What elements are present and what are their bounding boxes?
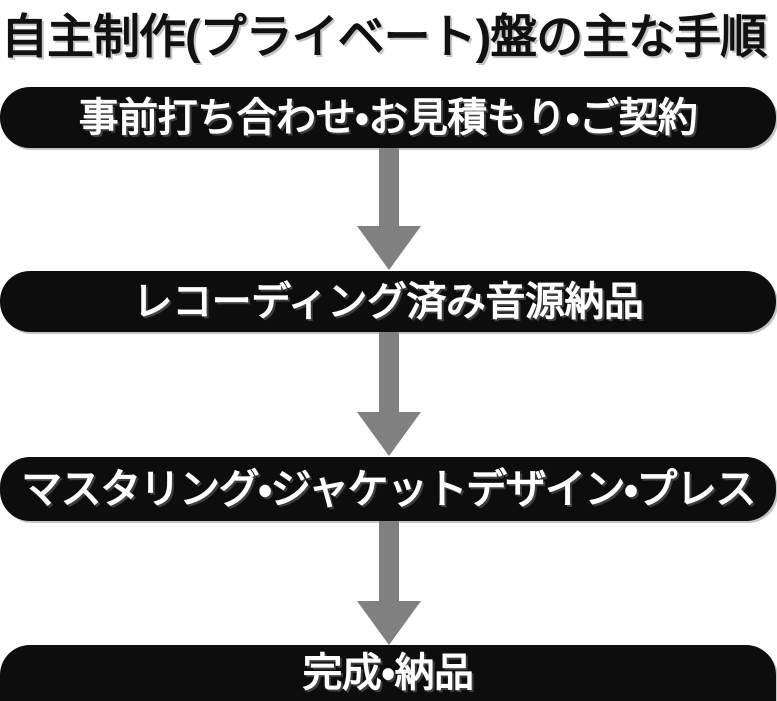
flow-step-3: マスタリング・ジャケットデザイン・プレス bbox=[0, 457, 776, 521]
flow-step-3-label: マスタリング・ジャケットデザイン・プレス bbox=[21, 465, 756, 512]
flow-step-4-label: 完成・納品 bbox=[302, 651, 474, 695]
flow-step-1-label: 事前打ち合わせ・お見積もり・ご契約 bbox=[78, 95, 698, 140]
flow-step-4: 完成・納品 bbox=[0, 645, 776, 701]
arrow-down-icon bbox=[357, 521, 421, 645]
page-title: 自主制作(プライベート)盤の主な手順 bbox=[1, 9, 767, 63]
flow-step-1: 事前打ち合わせ・お見積もり・ご契約 bbox=[0, 87, 776, 148]
flow-step-2: レコーディング済み音源納品 bbox=[0, 271, 776, 332]
flow-step-2-label: レコーディング済み音源納品 bbox=[132, 279, 644, 324]
arrow-down-icon bbox=[357, 332, 421, 456]
arrow-down-icon bbox=[357, 148, 421, 270]
